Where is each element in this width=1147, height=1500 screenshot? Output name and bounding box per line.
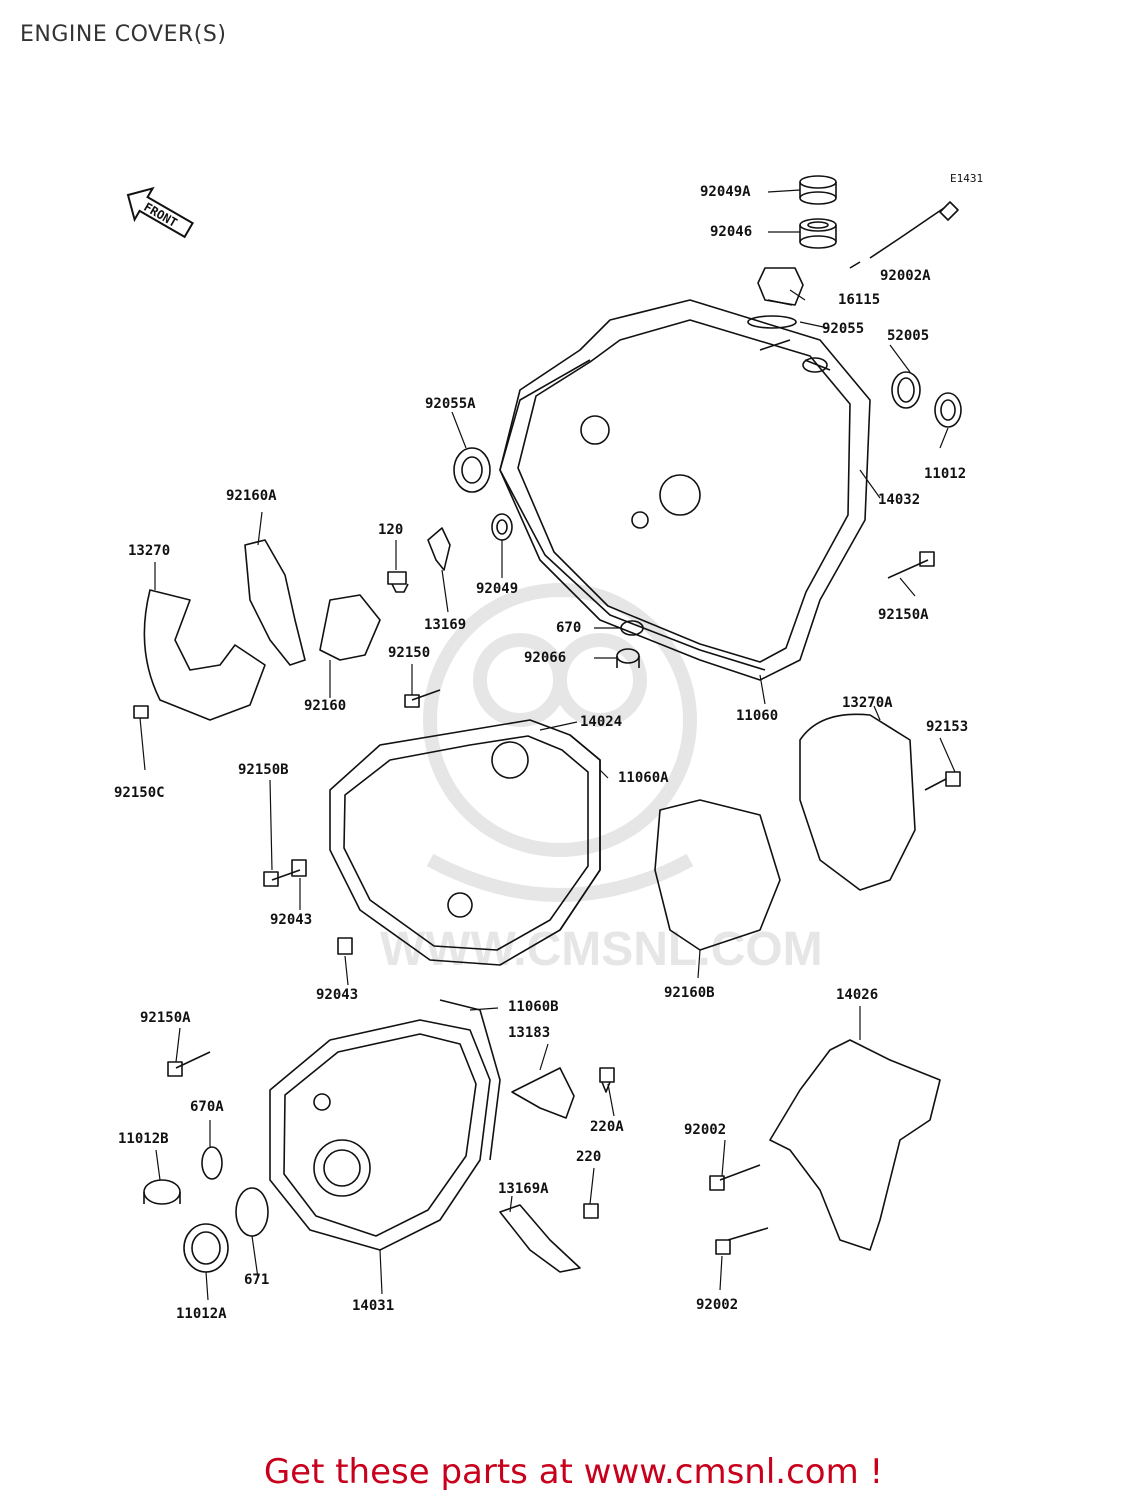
part-label-670[interactable]: 670 <box>556 620 582 636</box>
page-title: ENGINE COVER(S) <box>20 22 227 47</box>
part-92043-dowel-b <box>337 937 353 955</box>
part-label-92150C[interactable]: 92150C <box>114 785 165 801</box>
part-label-92160A[interactable]: 92160A <box>226 488 277 504</box>
part-label-11012[interactable]: 11012 <box>924 466 967 482</box>
watermark-text: WWW.CMSNL.COM <box>380 923 823 976</box>
part-label-92002-b[interactable]: 92002 <box>696 1297 739 1313</box>
part-92150A-top-bolt <box>887 551 935 579</box>
part-label-92150B[interactable]: 92150B <box>238 762 289 778</box>
part-label-13169[interactable]: 13169 <box>424 617 467 633</box>
part-92002-bolt-a <box>709 1164 761 1191</box>
part-label-14024[interactable]: 14024 <box>580 714 623 730</box>
part-14026-sprocket-cover <box>769 1039 941 1251</box>
watermark-logo: WWW.CMSNL.COM <box>380 583 823 976</box>
part-92002A-bolt <box>849 201 959 269</box>
part-label-120[interactable]: 120 <box>378 522 404 538</box>
part-16115-cap <box>757 267 804 306</box>
part-92160A-plate <box>244 539 306 666</box>
part-label-670A[interactable]: 670A <box>190 1099 224 1115</box>
part-label-92046[interactable]: 92046 <box>710 224 753 240</box>
part-label-92055A[interactable]: 92055A <box>425 396 476 412</box>
part-92049-washer <box>491 513 513 541</box>
part-220A-bolt <box>599 1067 615 1093</box>
part-92043-dowel-a <box>291 859 307 877</box>
part-670A-oring <box>201 1146 223 1180</box>
part-52005-seal <box>891 371 921 409</box>
part-label-11060A[interactable]: 11060A <box>618 770 669 786</box>
part-671-oring <box>235 1187 269 1237</box>
part-label-14026[interactable]: 14026 <box>836 987 879 1003</box>
part-13169A-bracket <box>499 1204 581 1273</box>
part-92150B-bolt <box>263 869 301 887</box>
part-11012A-cap <box>183 1223 229 1273</box>
part-label-92153[interactable]: 92153 <box>926 719 969 735</box>
part-13270-shield <box>143 589 266 721</box>
diagram-code: E1431 <box>950 172 984 185</box>
part-11060B-gasket <box>439 999 501 1161</box>
part-11012B-cap <box>143 1179 181 1205</box>
part-92150A-bottom-bolt <box>167 1051 211 1077</box>
part-label-220A[interactable]: 220A <box>590 1119 624 1135</box>
part-92160-plate <box>319 594 381 661</box>
part-label-92043-b[interactable]: 92043 <box>316 987 359 1003</box>
part-label-16115[interactable]: 16115 <box>838 292 881 308</box>
part-label-13169A[interactable]: 13169A <box>498 1181 549 1197</box>
part-label-11012A[interactable]: 11012A <box>176 1306 227 1322</box>
part-11012-cap <box>934 392 962 428</box>
part-92049A-bushing <box>799 175 837 205</box>
part-92150C-bolt <box>133 705 149 719</box>
part-14031-left-cover <box>269 1019 491 1251</box>
part-92153-bolt <box>924 771 961 791</box>
part-11060A-gasket <box>559 734 601 931</box>
part-label-92043-a[interactable]: 92043 <box>270 912 313 928</box>
part-label-92160[interactable]: 92160 <box>304 698 347 714</box>
part-label-92049[interactable]: 92049 <box>476 581 519 597</box>
part-label-13270[interactable]: 13270 <box>128 543 171 559</box>
exploded-parts-diagram: WWW.CMSNL.COM FRONT <box>126 175 962 1301</box>
part-92055-oring <box>747 315 797 329</box>
part-92046-bearing <box>799 218 837 249</box>
part-label-92002A[interactable]: 92002A <box>880 268 931 284</box>
part-11060-gasket <box>499 359 766 671</box>
part-220-bolt <box>583 1203 599 1219</box>
part-label-92160B[interactable]: 92160B <box>664 985 715 1001</box>
part-label-11012B[interactable]: 11012B <box>118 1131 169 1147</box>
part-label-13183[interactable]: 13183 <box>508 1025 551 1041</box>
part-670-oring <box>620 620 644 636</box>
cta-link[interactable]: Get these parts at www.cmsnl.com ! <box>263 1452 884 1492</box>
part-label-92002-a[interactable]: 92002 <box>684 1122 727 1138</box>
part-120-bolt <box>387 571 409 593</box>
part-label-92150[interactable]: 92150 <box>388 645 431 661</box>
part-92055A-seal <box>453 447 491 493</box>
part-label-92150A-top[interactable]: 92150A <box>878 607 929 623</box>
part-14032-right-cover <box>499 299 871 681</box>
part-label-11060[interactable]: 11060 <box>736 708 779 724</box>
part-label-92055[interactable]: 92055 <box>822 321 865 337</box>
part-label-671[interactable]: 671 <box>244 1272 270 1288</box>
part-label-92150A-bottom[interactable]: 92150A <box>140 1010 191 1026</box>
part-label-220[interactable]: 220 <box>576 1149 602 1165</box>
leader-lines <box>139 189 956 1301</box>
part-label-14032[interactable]: 14032 <box>878 492 921 508</box>
part-label-52005[interactable]: 52005 <box>887 328 930 344</box>
part-label-14031[interactable]: 14031 <box>352 1298 395 1314</box>
part-13270A-shield <box>799 713 916 891</box>
front-arrow-icon: FRONT <box>126 186 194 239</box>
part-label-92066[interactable]: 92066 <box>524 650 567 666</box>
part-92002-bolt-b <box>715 1227 769 1255</box>
part-label-13270A[interactable]: 13270A <box>842 695 893 711</box>
part-label-92049A[interactable]: 92049A <box>700 184 751 200</box>
part-13169-bracket <box>427 527 451 571</box>
part-92160B-plate <box>654 799 781 951</box>
part-label-11060B[interactable]: 11060B <box>508 999 559 1015</box>
part-13183-bracket <box>511 1067 575 1119</box>
